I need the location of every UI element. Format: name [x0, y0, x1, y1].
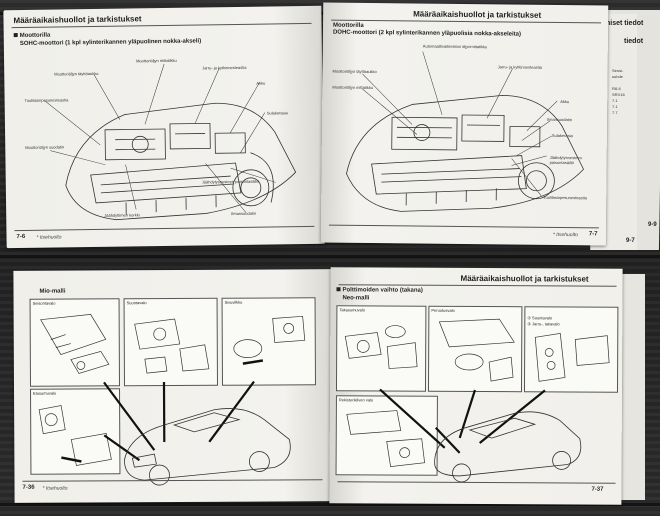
- callout-label: Jäähdytysnesteen paisuntasäiliö: [549, 154, 582, 166]
- license-light-illustration: [346, 410, 425, 467]
- bottom-left-page: Mio-malli Seisontavalo Suuntavalo: [13, 269, 333, 503]
- stack-page-number-2: 9-9: [648, 222, 657, 228]
- tail-light-illustration: [534, 333, 610, 382]
- bulb-socket-illustration: [438, 318, 515, 382]
- stack-header-2: tiedot: [624, 38, 644, 45]
- engine-bay-illustration: [44, 63, 297, 221]
- callout-label: Jäähdytysnesteen paisuntasäiliö: [201, 178, 260, 185]
- illustration-panel: Seisontavalo: [29, 298, 121, 387]
- page-header: Määräaikaishuollot ja tarkistukset: [13, 14, 142, 26]
- footer-note: * Itsehuolto: [552, 231, 578, 239]
- illustration-panel: Sivuvilkku: [221, 297, 316, 386]
- page-stack-edge: [620, 274, 645, 500]
- callout-label: Tuulilasinpesunesteastia: [543, 194, 587, 201]
- header-rule: [331, 19, 602, 24]
- fog-light-illustration: [38, 405, 112, 466]
- illustration-panel: Rekisterikilven valo: [335, 395, 438, 476]
- footer-note: * Itsehuolto: [42, 485, 68, 492]
- plank-gap: [0, 255, 660, 258]
- illustration-panel: Suuntavalo: [123, 297, 218, 387]
- hatchback-car-rear-illustration: [379, 388, 582, 483]
- callout-label: Ilmansuodatin: [231, 210, 257, 217]
- callout-label: Moottoriöljyn täyttöaukko: [54, 70, 99, 77]
- illustration-panel: ① Suuntavalo ② Jarru-, takavalo: [523, 306, 619, 393]
- callout-label: Jarru- ja kytkinnesteastia: [497, 64, 542, 70]
- callout-label: Akku: [560, 99, 570, 105]
- callout-label: Sulakerasia: [551, 132, 573, 139]
- bulb-socket-illustration: [40, 314, 110, 374]
- callout-label: Moottoriöljyn suodatin: [25, 144, 65, 150]
- bulb-socket-illustration: [344, 325, 418, 369]
- callout-label: Ilmansuodatin: [547, 116, 572, 123]
- illustration-panel: Takasumuvalo: [335, 305, 427, 392]
- bulb-socket-illustration: [134, 318, 210, 374]
- callout-label: Jäähdyttimen korkki: [104, 212, 140, 218]
- top-right-page: Määräaikaishuollot ja tarkistukset Moott…: [320, 2, 609, 246]
- callout-label: Moottoriöljyn täyttöaukko: [332, 68, 377, 75]
- plank-gap: [0, 503, 660, 506]
- callout-label: Sulakerasia: [266, 110, 288, 116]
- page-number: 7-7: [588, 231, 598, 238]
- illustration-panel: Peruutusvalo: [427, 305, 523, 393]
- bottom-right-page: Määräaikaishuollot ja tarkistukset Poltt…: [329, 267, 623, 505]
- illustration-panel: Etusumuvalo: [30, 388, 121, 475]
- stack-page-number: 9-7: [626, 238, 635, 244]
- callout-label: Moottoriöljyn mittatikku: [136, 57, 177, 64]
- engine-bay-illustration: [346, 51, 585, 212]
- callout-label: Tuulilasinpesunesteastia: [24, 97, 69, 103]
- section-title: Moottorilla: [13, 33, 51, 40]
- page-number: 7-36: [22, 484, 35, 491]
- callout-label: Moottoriöljyn mittatikku: [332, 84, 374, 91]
- page-header: Määräaikaishuollot ja tarkistukset: [413, 9, 542, 20]
- section-subtitle: DOHC-moottori (2 kpl sylinterikannen ylä…: [332, 29, 522, 38]
- page-number: 7-6: [16, 233, 26, 241]
- page-number: 7-37: [591, 486, 604, 493]
- side-marker-illustration: [233, 315, 306, 365]
- bottom-manual: Mio-malli Seisontavalo Suuntavalo: [0, 258, 660, 508]
- hatchback-car-illustration: [103, 380, 291, 486]
- stack-header: niset tiedot: [606, 20, 644, 27]
- callout-label: Jarru- ja kytkinnesteastia: [202, 64, 247, 71]
- footer-note: * Itsehuolto: [36, 234, 62, 241]
- top-left-page: Määräaikaishuollot ja tarkistukset Moott…: [3, 5, 325, 249]
- callout-label: Akku: [256, 80, 266, 86]
- section-title: Moottorilla: [332, 22, 364, 29]
- callout-label: Automaattivaihteiston öljynmittatikku: [422, 43, 488, 50]
- bullet-icon: [13, 33, 18, 38]
